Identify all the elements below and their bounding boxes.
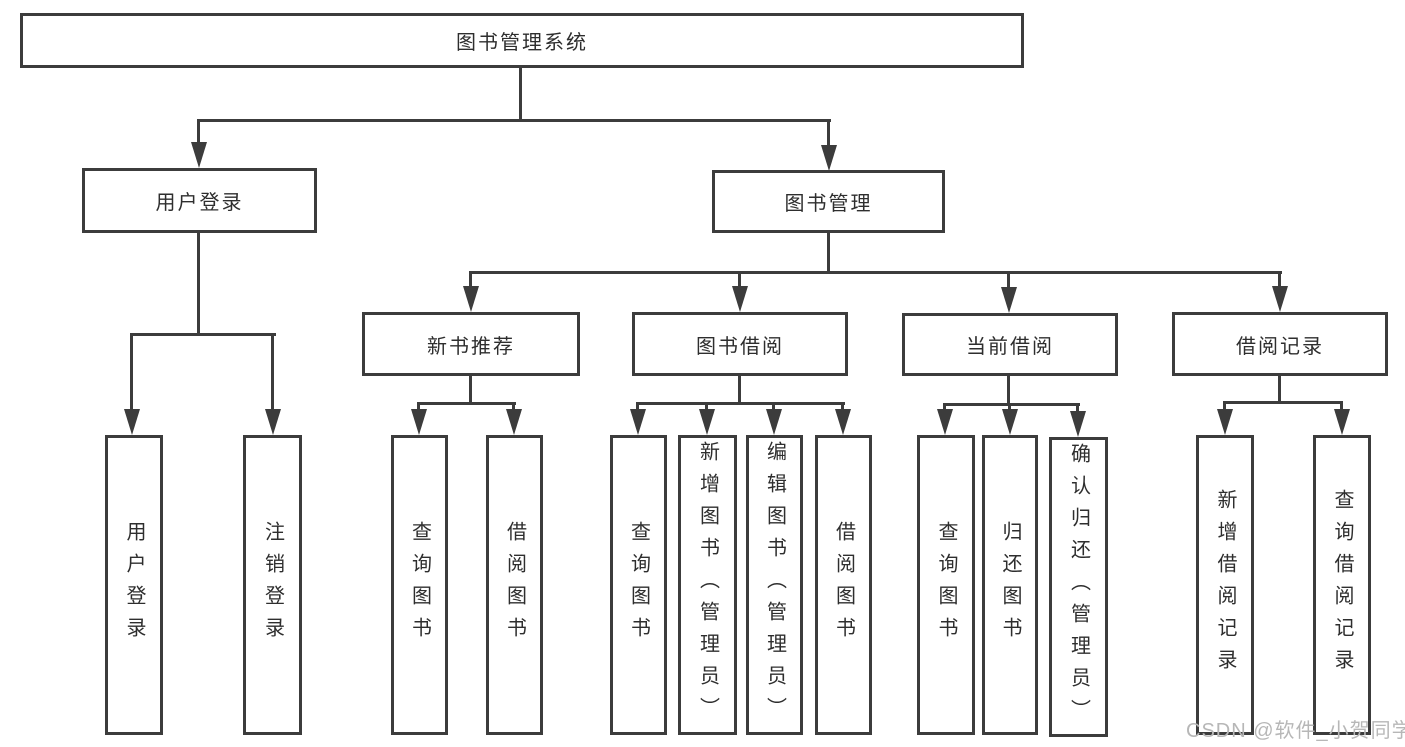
leaf-borrow-books-borrow: 借阅图书: [815, 435, 872, 735]
arrow-down-icon: [506, 409, 522, 435]
arrow-down-icon: [265, 409, 281, 435]
leaf-query-books-newbook: 查询图书: [391, 435, 448, 735]
connector-line: [131, 333, 276, 336]
arrow-down-icon: [1002, 409, 1018, 435]
connector-line: [197, 119, 200, 149]
connector-line: [1008, 403, 1011, 414]
arrow-down-icon: [463, 286, 479, 312]
node-root: 图书管理系统: [20, 13, 1024, 68]
connector-line: [1007, 376, 1010, 406]
node-borrow-records-label: 借阅记录: [1236, 335, 1324, 358]
node-root-label: 图书管理系统: [456, 32, 588, 54]
node-current-borrow-label: 当前借阅: [966, 336, 1054, 358]
leaf-add-borrow-record: 新增借阅记录: [1196, 435, 1254, 735]
arrow-down-icon: [835, 409, 851, 435]
arrow-down-icon: [191, 142, 207, 168]
connector-line: [827, 119, 830, 152]
leaf-add-book-admin: 新增图书（管理员）: [678, 435, 737, 735]
connector-line: [417, 402, 420, 414]
node-current-borrow: 当前借阅: [902, 313, 1118, 376]
node-new-book-recommend: 新书推荐: [362, 312, 580, 376]
connector-line: [512, 402, 515, 414]
leaf-borrow-books-newbook: 借阅图书: [486, 435, 543, 735]
connector-line: [130, 333, 133, 413]
connector-line: [418, 402, 516, 405]
arrow-down-icon: [1001, 287, 1017, 313]
connector-line: [1340, 401, 1343, 413]
connector-line: [1278, 271, 1281, 291]
connector-line: [827, 233, 830, 274]
leaf-return-book: 归还图书: [982, 435, 1038, 735]
arrow-down-icon: [1217, 409, 1233, 435]
arrow-down-icon: [1272, 286, 1288, 312]
arrow-down-icon: [821, 145, 837, 171]
connector-line: [519, 68, 522, 122]
connector-line: [705, 402, 708, 414]
leaf-logout: 注销登录: [243, 435, 302, 735]
connector-line: [944, 403, 1080, 406]
arrow-down-icon: [124, 409, 140, 435]
node-book-borrow: 图书借阅: [632, 312, 848, 376]
connector-line: [470, 271, 1282, 274]
node-book-management: 图书管理: [712, 170, 945, 233]
arrow-down-icon: [937, 409, 953, 435]
node-book-borrow-label: 图书借阅: [696, 335, 784, 358]
leaf-confirm-return-admin: 确认归还（管理员）: [1049, 437, 1108, 737]
connector-line: [772, 402, 775, 414]
arrow-down-icon: [411, 409, 427, 435]
arrow-down-icon: [699, 409, 715, 435]
node-book-management-label: 图书管理: [784, 193, 873, 215]
node-borrow-records: 借阅记录: [1172, 312, 1388, 376]
node-user-login: 用户登录: [82, 168, 317, 233]
connector-line: [1076, 403, 1079, 416]
leaf-query-books-current: 查询图书: [917, 435, 975, 735]
leaf-edit-book-admin: 编辑图书（管理员）: [746, 435, 803, 735]
connector-line: [1007, 271, 1010, 292]
csdn-watermark: CSDN @软件_小贺同学: [1186, 720, 1405, 742]
arrow-down-icon: [732, 286, 748, 312]
arrow-down-icon: [766, 409, 782, 435]
leaf-query-books-borrow: 查询图书: [610, 435, 667, 735]
connector-line: [197, 233, 200, 336]
leaf-query-borrow-record: 查询借阅记录: [1313, 435, 1371, 735]
node-new-book-recommend-label: 新书推荐: [427, 335, 515, 358]
node-user-login-label: 用户登录: [155, 192, 244, 214]
connector-line: [738, 376, 741, 405]
connector-line: [1223, 401, 1226, 413]
connector-line: [943, 403, 946, 414]
connector-line: [1278, 376, 1281, 404]
connector-line: [841, 402, 844, 414]
arrow-down-icon: [630, 409, 646, 435]
leaf-user-login: 用户登录: [105, 435, 163, 735]
connector-line: [738, 271, 741, 291]
arrow-down-icon: [1334, 409, 1350, 435]
connector-line: [198, 119, 831, 122]
connector-line: [469, 271, 472, 291]
connector-line: [636, 402, 639, 414]
arrow-down-icon: [1070, 411, 1086, 437]
connector-line: [271, 333, 274, 413]
connector-line: [1224, 401, 1342, 404]
connector-line: [637, 402, 845, 405]
connector-line: [469, 376, 472, 405]
